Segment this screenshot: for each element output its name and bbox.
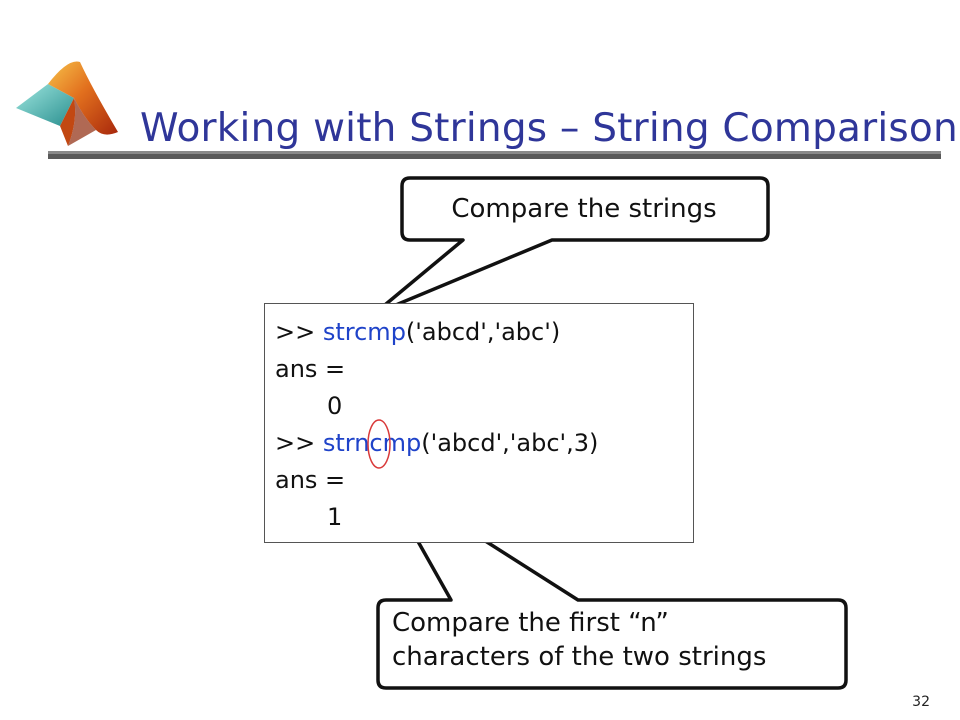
prompt: >> (275, 318, 323, 346)
callout-bottom-line-1: Compare the first “n” (392, 608, 669, 638)
code-line-ans-1: ans = (275, 355, 346, 383)
highlight-circle-n (367, 419, 391, 469)
matlab-logo-icon (16, 61, 118, 146)
args-strcmp: ('abcd','abc') (405, 318, 561, 346)
code-line-result-2: 1 (327, 503, 343, 531)
code-lines: >> strcmp('abcd','abc') ans = 0 >> strnc… (275, 314, 598, 536)
callout-bottom-bubble (376, 472, 848, 690)
code-line-strncmp: >> strncmp('abcd','abc',3) (275, 425, 598, 462)
code-line-strcmp: >> strcmp('abcd','abc') (275, 314, 598, 351)
page-number: 32 (912, 694, 930, 710)
callout-top-bubble (372, 176, 770, 316)
args-strncmp: ('abcd','abc',3) (421, 429, 599, 457)
code-line-ans-2: ans = (275, 466, 346, 494)
code-box: >> strcmp('abcd','abc') ans = 0 >> strnc… (264, 303, 694, 543)
prompt: >> (275, 429, 323, 457)
callout-bottom-line-2: characters of the two strings (392, 642, 767, 672)
slide-title: Working with Strings – String Comparison (140, 106, 958, 151)
function-strncmp: strncmp (322, 429, 422, 457)
callout-top-text: Compare the strings (451, 194, 717, 224)
title-underline (48, 151, 941, 159)
function-strcmp: strcmp (322, 318, 406, 346)
callout-bottom-text: Compare the first “n” characters of the … (392, 606, 766, 674)
code-line-result-1: 0 (327, 392, 343, 420)
